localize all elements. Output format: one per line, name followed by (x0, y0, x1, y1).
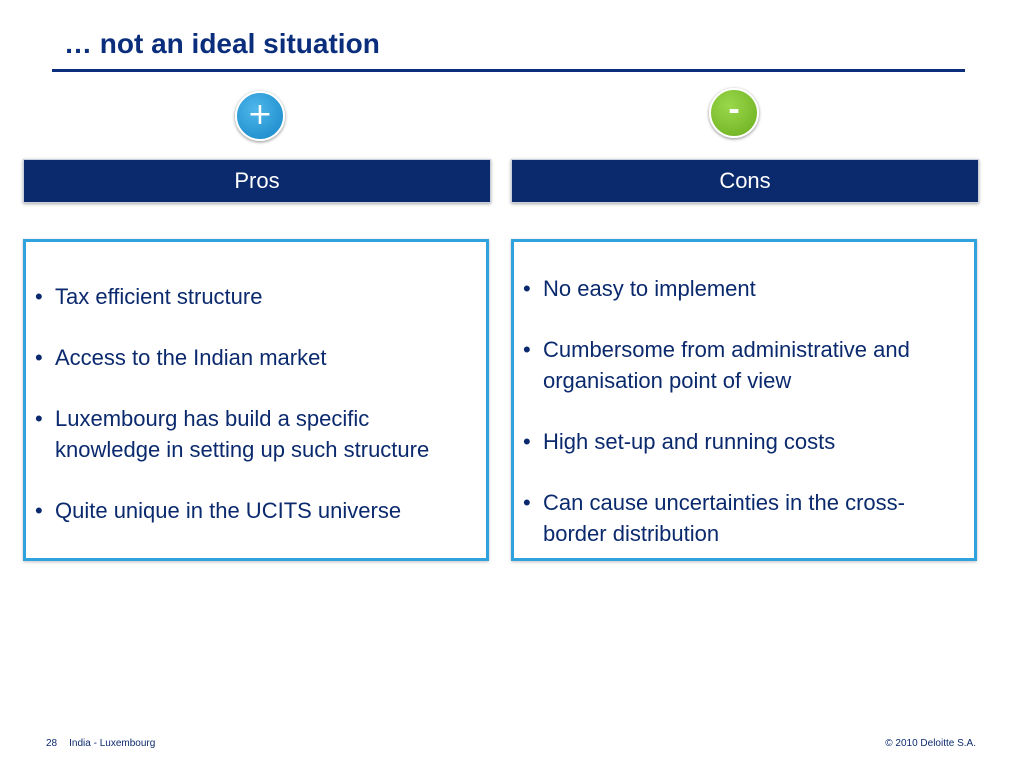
page-number: 28 (46, 738, 58, 749)
bullet-icon: • (35, 498, 43, 523)
cons-item-text: Can cause uncertainties in the cross-bor… (543, 490, 905, 546)
pros-item-text: Luxembourg has build a specific knowledg… (55, 406, 430, 462)
cons-item-text: No easy to implement (543, 276, 756, 301)
cons-list: • No easy to implement • Cumbersome from a… (520, 273, 968, 579)
list-item: • Cumbersome from administrative and orga… (520, 334, 968, 396)
bullet-icon: • (35, 284, 43, 309)
list-item: • High set-up and running costs (520, 426, 968, 457)
list-item: • Tax efficient structure (32, 281, 480, 312)
cons-item-text: High set-up and running costs (543, 429, 836, 454)
list-item: • No easy to implement (520, 273, 968, 304)
pros-box: • Tax efficient structure • Access to the … (23, 239, 489, 561)
list-item: • Quite unique in the UCITS universe (32, 495, 480, 526)
title-divider (52, 69, 965, 72)
plus-icon: + (235, 91, 285, 141)
footer-section: India - Luxembourg (69, 738, 156, 749)
minus-icon: - (709, 88, 759, 138)
bullet-icon: • (35, 345, 43, 370)
pros-item-text: Access to the Indian market (55, 345, 327, 370)
list-item: • Luxembourg has build a specific knowled… (32, 403, 480, 465)
pros-header: Pros (23, 159, 491, 203)
footer-left: 28 India - Luxembourg (46, 738, 155, 749)
bullet-icon: • (523, 337, 531, 362)
footer-copyright: © 2010 Deloitte S.A. (885, 738, 976, 749)
bullet-icon: • (523, 490, 531, 515)
cons-item-text: Cumbersome from administrative and organ… (543, 337, 910, 393)
slide-title: … not an ideal situation (64, 28, 380, 59)
list-item: • Can cause uncertainties in the cross-bo… (520, 487, 968, 549)
pros-list: • Tax efficient structure • Access to the … (32, 281, 480, 556)
pros-item-text: Quite unique in the UCITS universe (55, 498, 402, 523)
pros-item-text: Tax efficient structure (55, 284, 263, 309)
list-item: • Access to the Indian market (32, 342, 480, 373)
bullet-icon: • (523, 276, 531, 301)
cons-header: Cons (511, 159, 979, 203)
bullet-icon: • (523, 429, 531, 454)
cons-box: • No easy to implement • Cumbersome from a… (511, 239, 977, 561)
bullet-icon: • (35, 406, 43, 431)
